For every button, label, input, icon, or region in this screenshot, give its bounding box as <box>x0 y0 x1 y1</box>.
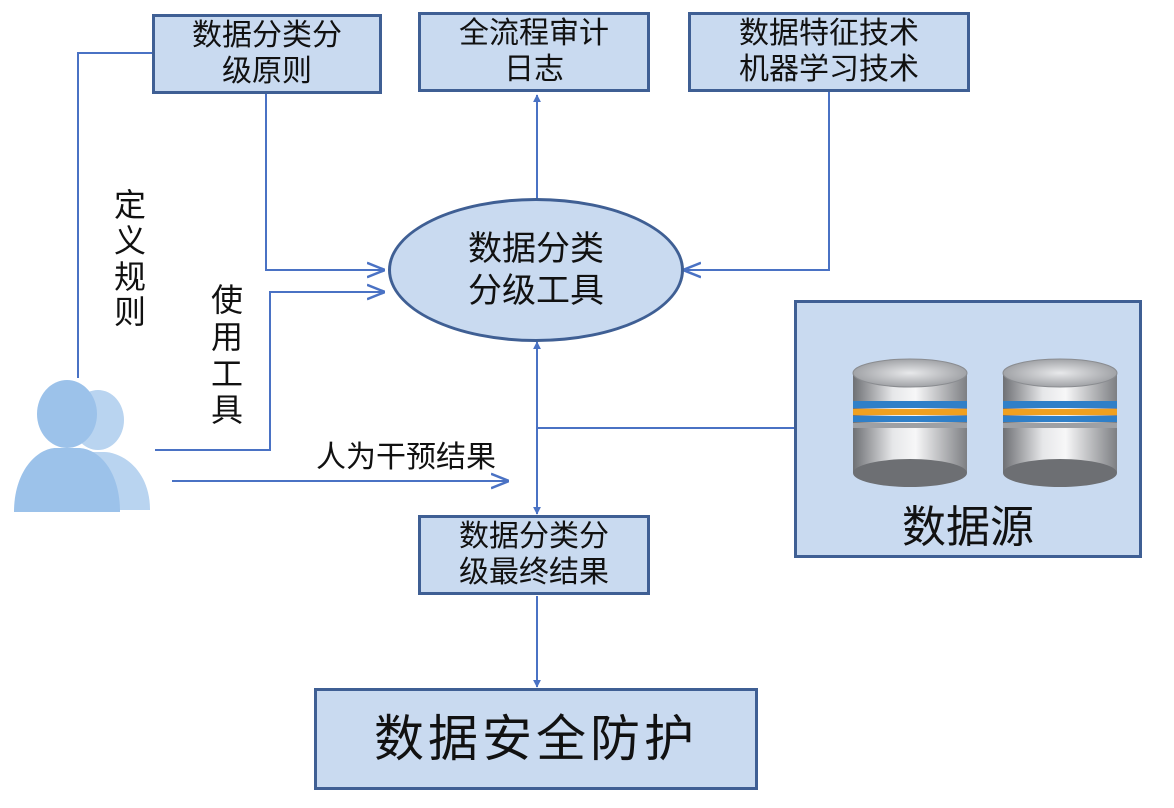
feature-ml-tech-box: 数据特征技术 机器学习技术 <box>688 12 970 92</box>
classification-tool-ellipse: 数据分类 分级工具 <box>388 198 684 342</box>
data-source-panel: 数据源 <box>794 300 1142 558</box>
database-icon <box>852 358 968 487</box>
tool-line-2: 分级工具 <box>468 271 604 311</box>
tech-line-1: 数据特征技术 <box>739 16 919 51</box>
data-source-label: 数据源 <box>902 502 1034 553</box>
data-security-box: 数据安全防护 <box>314 688 758 790</box>
tech-line-2: 机器学习技术 <box>739 52 919 87</box>
protect-label: 数据安全防护 <box>374 710 698 768</box>
arrow-principle-to-tool <box>265 92 385 270</box>
arrow-tech-to-tool <box>683 92 830 270</box>
database-icon <box>1002 358 1118 487</box>
line-user-to-principle <box>77 52 153 378</box>
audit-line-2: 日志 <box>504 52 564 87</box>
tool-line-1: 数据分类 <box>468 228 604 269</box>
audit-log-box: 全流程审计 日志 <box>418 12 650 92</box>
users-icon <box>14 380 150 512</box>
principle-line-2: 级原则 <box>222 54 312 89</box>
principle-line-1: 数据分类分 <box>192 18 342 53</box>
final-result-box: 数据分类分 级最终结果 <box>418 515 650 595</box>
audit-line-1: 全流程审计 <box>459 16 609 51</box>
result-line-2: 级最终结果 <box>459 555 609 590</box>
use-tool-label: 使用工具 <box>210 281 243 430</box>
result-line-1: 数据分类分 <box>459 519 609 554</box>
define-rules-label: 定义规则 <box>113 186 146 332</box>
arrow-user-to-tool <box>155 292 385 451</box>
classification-principle-box: 数据分类分 级原则 <box>152 14 382 94</box>
intervene-label: 人为干预结果 <box>316 440 496 475</box>
